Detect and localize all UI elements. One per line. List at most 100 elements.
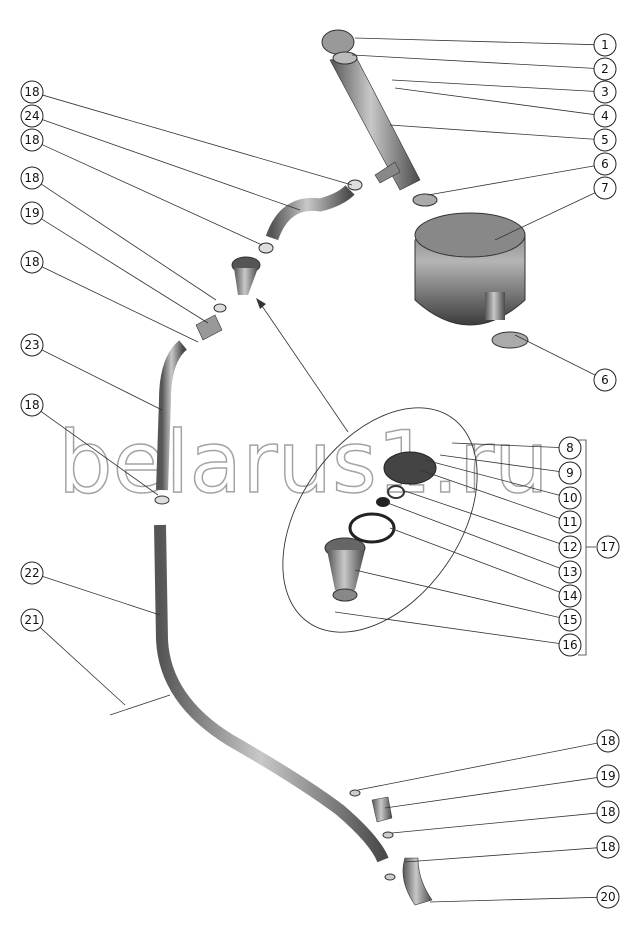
- callout-18: 18: [20, 393, 159, 496]
- leader-line: [389, 124, 595, 140]
- callout-19: 19: [20, 201, 209, 324]
- callout-number: 18: [24, 85, 39, 99]
- callout-number: 18: [600, 840, 615, 854]
- callout-number: 11: [562, 515, 577, 529]
- callout-number: 15: [562, 613, 577, 627]
- leader-line: [357, 742, 598, 791]
- leader-line: [42, 94, 353, 186]
- hose-part-23: [156, 340, 188, 491]
- leader-line: [351, 54, 595, 69]
- callout-8: 8: [451, 436, 582, 460]
- leader-line: [41, 266, 199, 343]
- leader-line: [424, 459, 560, 496]
- callout-4: 4: [394, 87, 617, 128]
- leader-line: [451, 442, 560, 448]
- leader-line: [419, 469, 560, 519]
- callout-20: 20: [429, 885, 620, 909]
- tank-part: [414, 212, 529, 349]
- callout-number: 18: [24, 133, 39, 147]
- callout-number: 21: [24, 613, 39, 627]
- leader-line: [39, 627, 126, 706]
- callout-number: 6: [601, 373, 609, 387]
- callout-number: 4: [601, 109, 609, 123]
- leader-line: [42, 119, 301, 211]
- callout-22: 22: [20, 561, 161, 616]
- leader-line: [354, 569, 560, 618]
- callout-3: 3: [391, 79, 617, 104]
- leader-line: [401, 489, 560, 544]
- callout-number: 22: [24, 566, 39, 580]
- clamp-part: [258, 242, 274, 254]
- callout-7: 7: [494, 176, 617, 241]
- leader-line: [427, 165, 595, 196]
- callout-18: 18: [20, 80, 353, 186]
- callout-18: 18: [391, 800, 620, 834]
- group-bracket: [578, 439, 587, 656]
- leader-line: [334, 611, 560, 644]
- leader-line: [514, 334, 596, 376]
- leader-line: [40, 411, 159, 496]
- leader-line: [41, 218, 209, 324]
- detail-arrow: [259, 302, 349, 433]
- watermark: belarus1.ru: [58, 413, 549, 513]
- leader-line: [404, 847, 598, 863]
- callout-number: 9: [566, 466, 574, 480]
- callout-number: 1: [601, 38, 609, 52]
- leader-line: [391, 812, 598, 834]
- callout-1: 1: [354, 33, 617, 57]
- callout-10: 10: [424, 459, 582, 510]
- callout-14: 14: [389, 527, 582, 608]
- leader-line: [394, 87, 595, 115]
- callout-number: 20: [600, 890, 615, 904]
- fitting-part: [195, 256, 261, 341]
- leader-line: [391, 79, 595, 92]
- callout-9: 9: [439, 454, 582, 485]
- clamp-part: [154, 495, 170, 505]
- leader-line: [384, 777, 598, 809]
- callout-2: 2: [351, 54, 617, 81]
- callout-number: 18: [24, 171, 39, 185]
- callout-number: 23: [24, 338, 39, 352]
- callout-number: 17: [600, 540, 615, 554]
- leader-line: [429, 896, 598, 903]
- callout-18: 18: [20, 128, 263, 246]
- callout-23: 23: [20, 333, 163, 411]
- callout-18: 18: [20, 166, 217, 301]
- callout-16: 16: [334, 611, 582, 657]
- callout-15: 15: [354, 569, 582, 632]
- callout-12: 12: [401, 489, 582, 559]
- callout-number: 18: [600, 734, 615, 748]
- detail-insert-outline: [282, 407, 478, 633]
- pipe-part-22: [154, 524, 389, 863]
- filler-neck-part: [321, 29, 438, 207]
- callout-6: 6: [427, 152, 617, 196]
- leader-line: [40, 183, 217, 301]
- callout-number: 2: [601, 62, 609, 76]
- callout-number: 7: [601, 181, 609, 195]
- leader-line: [389, 527, 560, 593]
- callout-number: 12: [562, 540, 577, 554]
- lower-fittings: [349, 789, 433, 906]
- callout-number: 18: [24, 255, 39, 269]
- callout-number: 24: [24, 109, 39, 123]
- callout-5: 5: [389, 124, 617, 152]
- leader-line: [42, 576, 161, 616]
- hose-part-24: [265, 185, 355, 241]
- leader-line: [494, 192, 596, 241]
- callout-number: 18: [600, 805, 615, 819]
- callout-6: 6: [514, 334, 617, 392]
- callout-number: 18: [24, 398, 39, 412]
- callout-19: 19: [384, 764, 620, 809]
- leader-line: [439, 454, 560, 472]
- callout-13: 13: [384, 501, 582, 584]
- clamp-part: [347, 179, 363, 191]
- callout-number: 14: [562, 589, 577, 603]
- callout-11: 11: [419, 469, 582, 534]
- callout-18: 18: [404, 835, 620, 863]
- callout-number: 6: [601, 157, 609, 171]
- callout-18: 18: [357, 729, 620, 791]
- callout-18: 18: [20, 250, 199, 343]
- callout-number: 19: [600, 769, 615, 783]
- callout-number: 19: [24, 206, 39, 220]
